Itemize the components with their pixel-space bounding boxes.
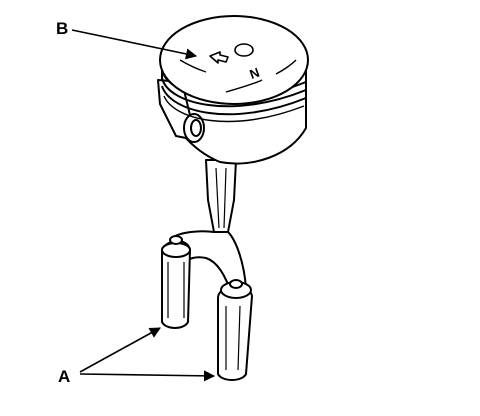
callout-leaders: [71, 29, 216, 382]
connecting-rod: [161, 159, 253, 381]
callout-a-leader-upper: [79, 327, 161, 373]
callout-b-leader: [71, 29, 198, 60]
piston: [157, 15, 309, 165]
callout-label-b: B: [56, 19, 69, 38]
callout-a-leader-lower: [79, 370, 216, 382]
arrow-mark: [209, 51, 229, 64]
callout-label-a: A: [58, 367, 71, 386]
